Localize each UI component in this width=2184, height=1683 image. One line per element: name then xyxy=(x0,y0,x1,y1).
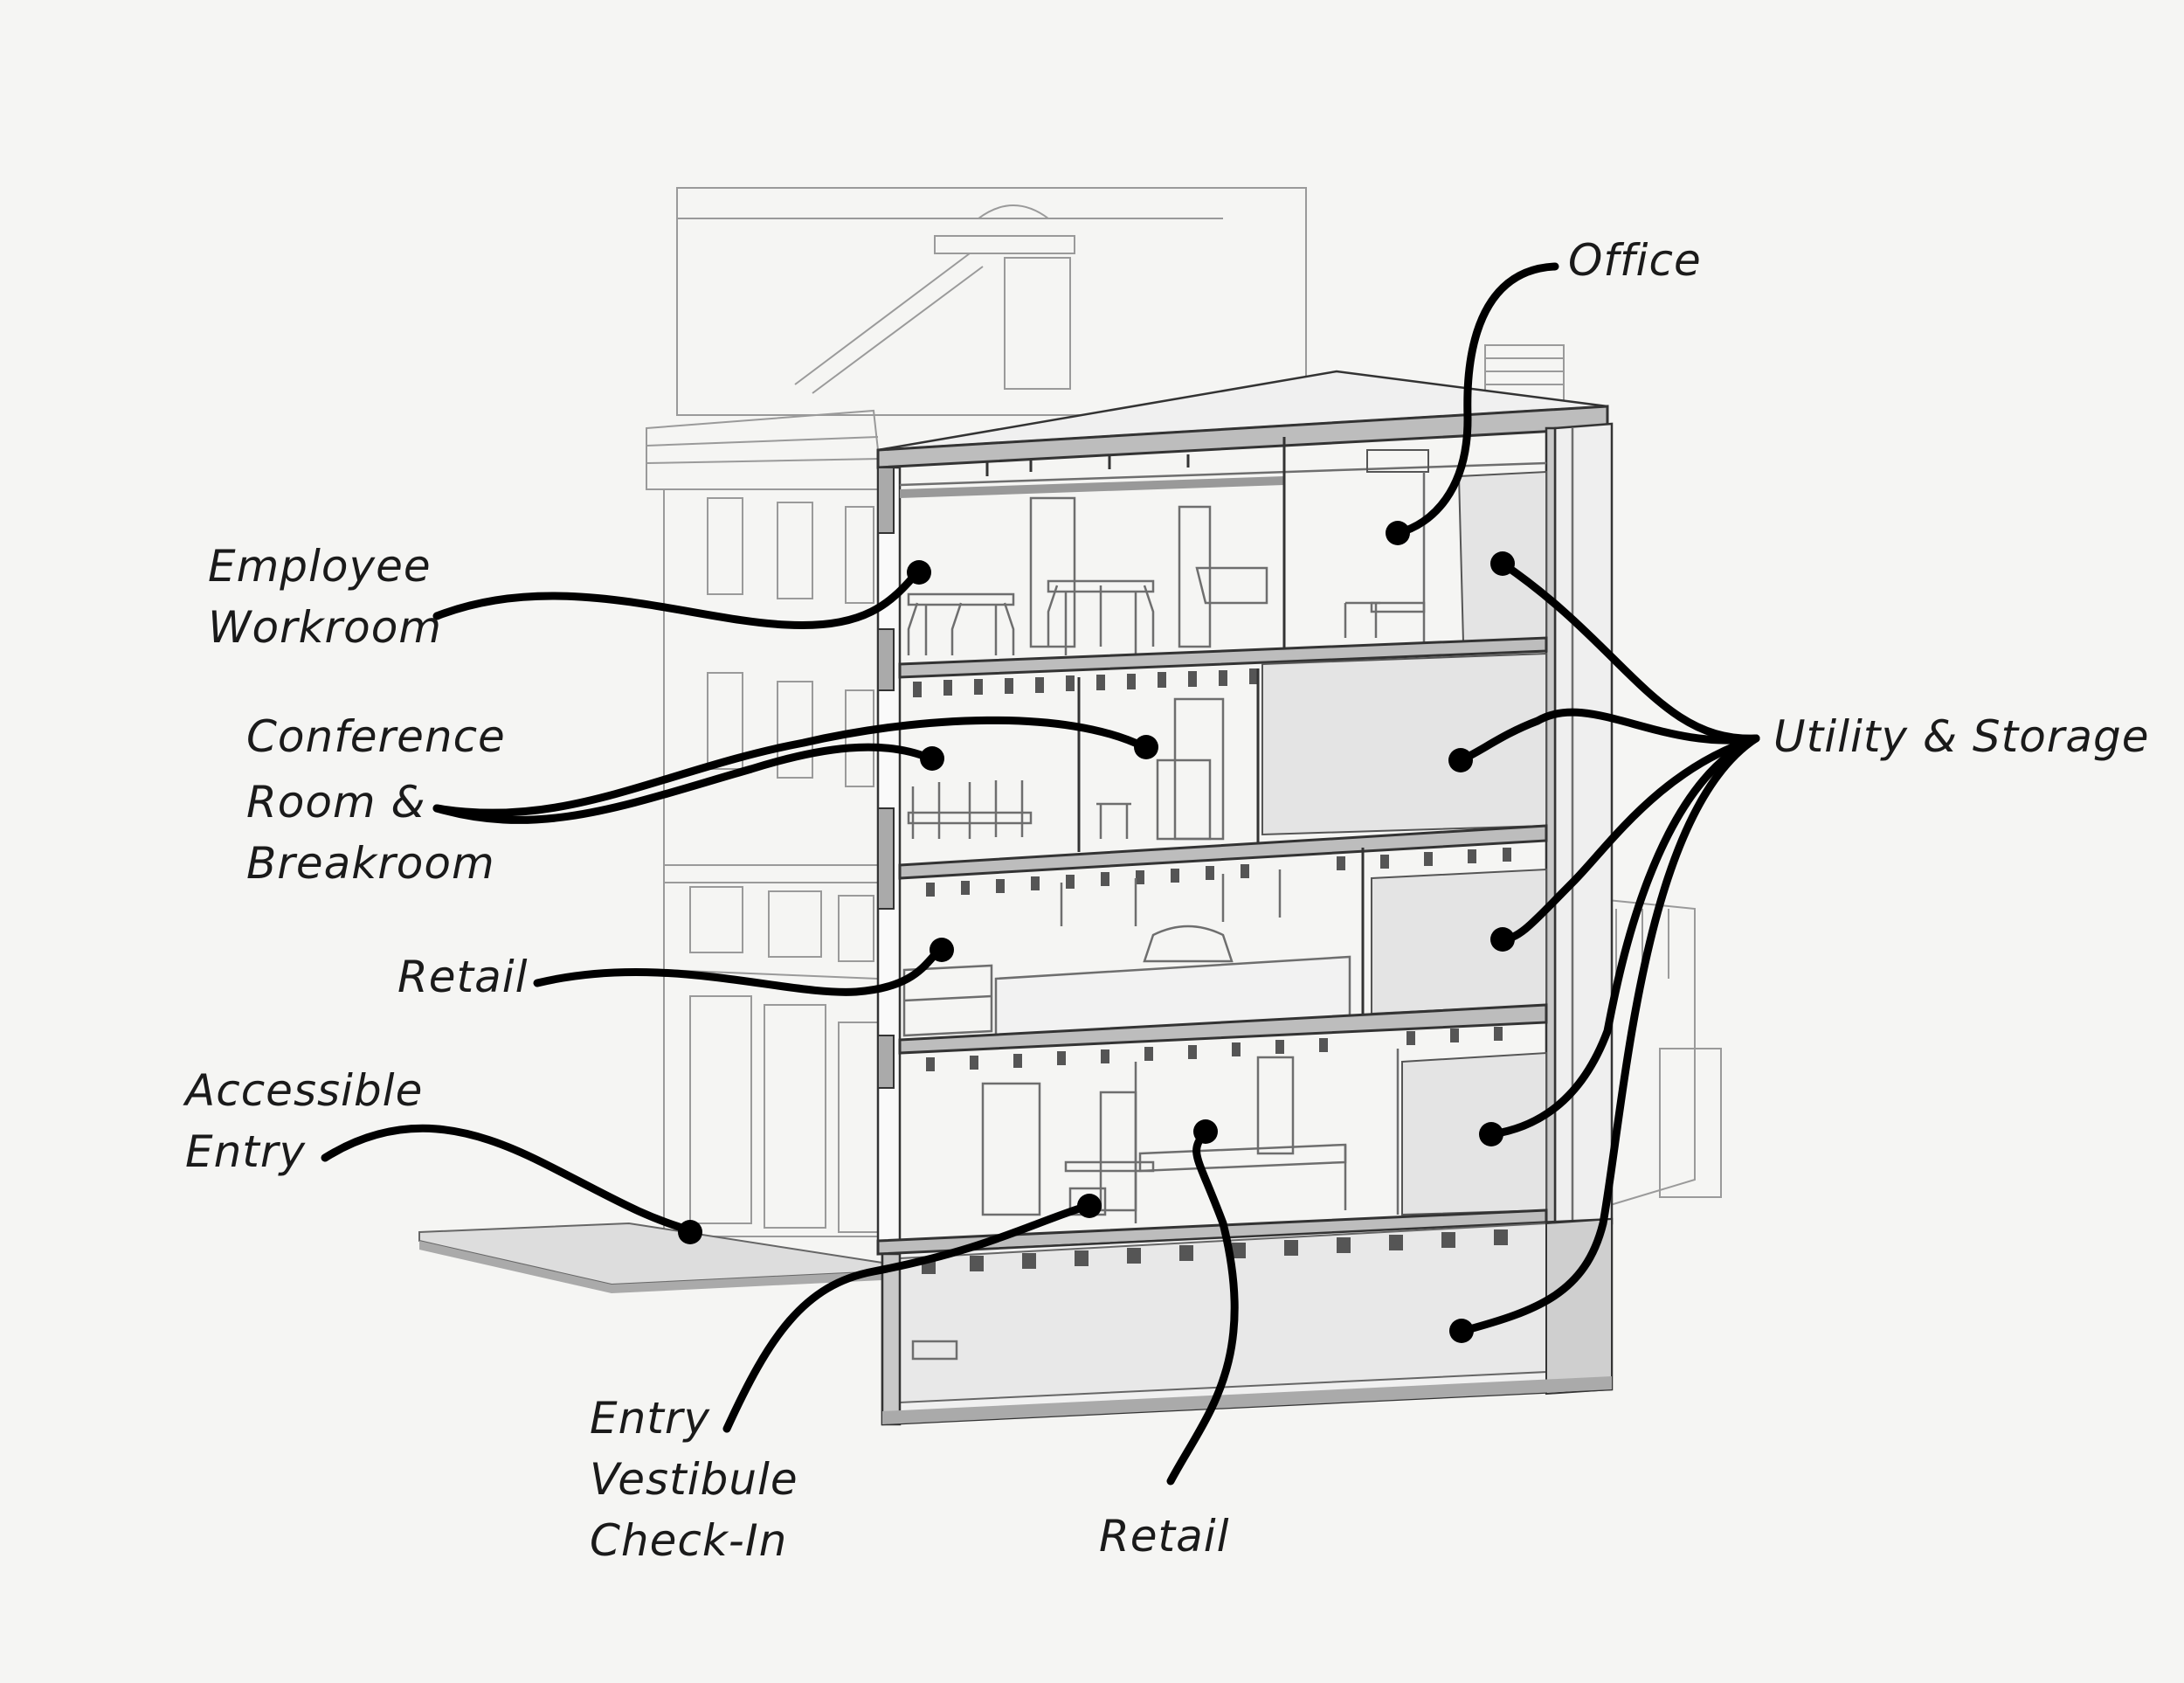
dot-utility-5 xyxy=(1449,1319,1474,1343)
leader-office xyxy=(1393,262,1559,537)
leader-utility-1 xyxy=(1498,559,1760,743)
leader-breakroom xyxy=(432,716,1149,817)
label-accessible-entry-line2: Entry xyxy=(185,1126,306,1177)
leader-dots xyxy=(678,521,1515,1343)
label-retail-upper: Retail xyxy=(397,952,529,1002)
dot-conference xyxy=(920,746,944,771)
leader-conference xyxy=(432,743,935,824)
dot-employee-workroom xyxy=(907,560,931,585)
label-entry-vestibule-line3: Check-In xyxy=(590,1515,787,1566)
leader-utility-3 xyxy=(1498,734,1760,944)
label-employee-workroom-line1: Employee xyxy=(208,541,432,592)
label-conference-line2: Room & xyxy=(246,777,426,828)
label-entry-vestibule-line1: Entry xyxy=(590,1393,710,1444)
label-conference-line3: Breakroom xyxy=(246,838,495,889)
label-utility-storage: Utility & Storage xyxy=(1773,711,2149,762)
leader-utility-2 xyxy=(1456,708,1760,765)
label-retail-lower: Retail xyxy=(1099,1511,1230,1562)
neighbor-building-ghost xyxy=(646,187,1307,1237)
leader-utility-4 xyxy=(1488,734,1760,1139)
labels: Office Employee Workroom Conference Room… xyxy=(183,235,2149,1566)
dot-utility-3 xyxy=(1490,927,1515,952)
label-entry-vestibule-line2: Vestibule xyxy=(590,1454,798,1505)
dot-entry-vestibule xyxy=(1077,1194,1102,1218)
leader-retail-lower xyxy=(1166,1127,1239,1486)
dot-accessible-entry xyxy=(678,1220,702,1244)
leader-retail-upper xyxy=(533,946,943,996)
section-building xyxy=(876,370,1614,1426)
label-employee-workroom-line2: Workroom xyxy=(208,602,442,653)
dot-office xyxy=(1386,521,1410,545)
dot-breakroom xyxy=(1134,735,1158,759)
dot-utility-2 xyxy=(1448,748,1473,772)
leader-utility-5 xyxy=(1459,734,1760,1335)
dot-utility-4 xyxy=(1479,1122,1503,1146)
leader-lines xyxy=(321,262,1760,1486)
leader-employee-workroom xyxy=(432,568,922,630)
leader-entry-vestibule xyxy=(722,1202,1092,1433)
dot-retail-upper xyxy=(930,938,954,962)
sidewalk xyxy=(418,1222,883,1293)
label-accessible-entry-line1: Accessible xyxy=(183,1065,423,1116)
label-conference-line1: Conference xyxy=(246,711,506,762)
dot-retail-lower xyxy=(1193,1119,1218,1144)
leader-accessible-entry xyxy=(321,1124,695,1235)
dot-utility-1 xyxy=(1490,551,1515,576)
label-office: Office xyxy=(1568,235,1702,286)
